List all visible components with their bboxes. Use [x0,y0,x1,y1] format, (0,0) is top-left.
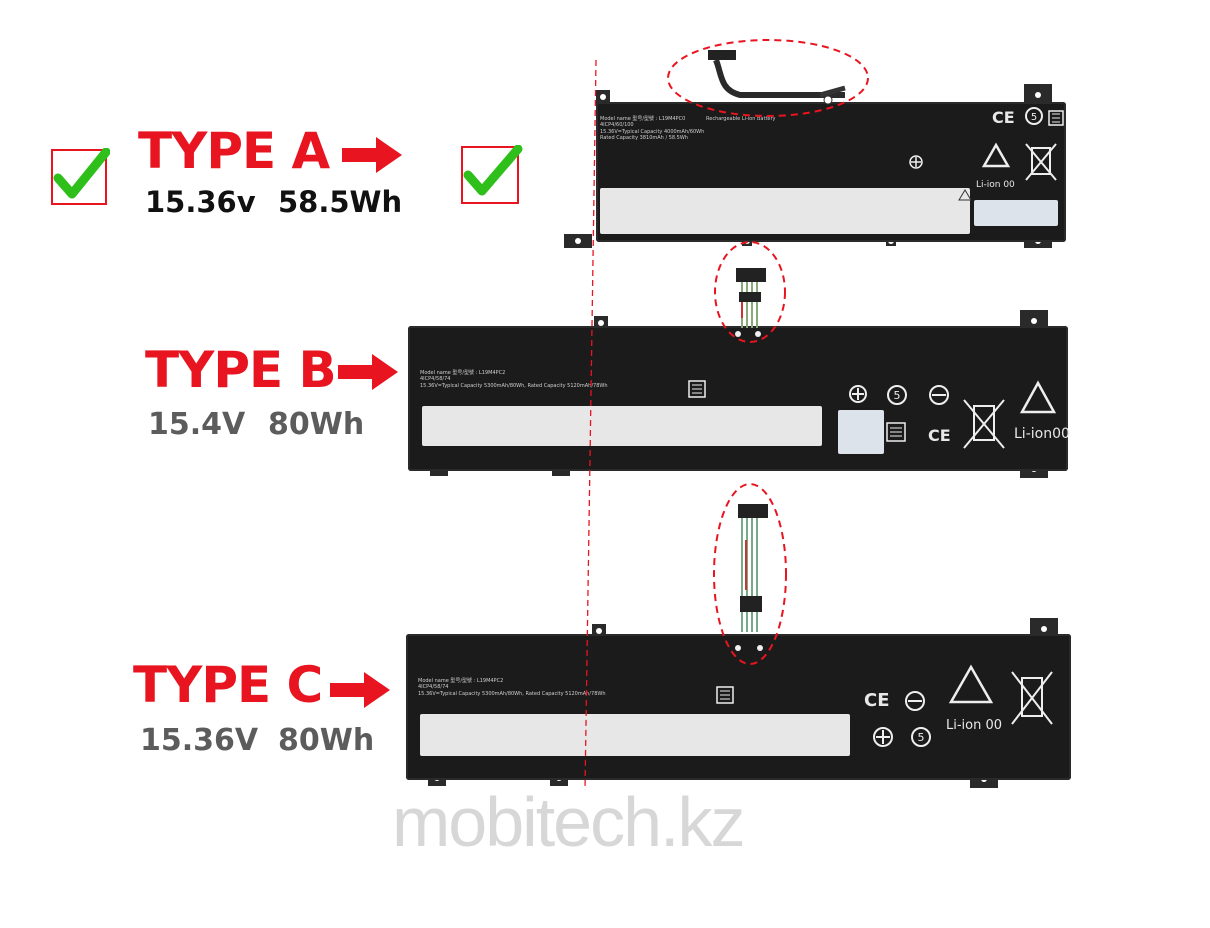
arrow-right-icon [330,670,392,714]
recycle-icon [978,142,1014,180]
checkbox-left [50,147,111,205]
liion-label-b: Li-ion00 [1014,426,1070,442]
svg-text:5: 5 [894,389,901,402]
checkmark-icon [51,147,111,205]
liion-label-c: Li-ion 00 [946,718,1003,733]
warning-icon [958,186,972,205]
battery-b-model: Model name 型号/型號 : L19M4PC2 [420,370,506,376]
crossed-bin-icon [1024,142,1058,186]
type-c-capacity: 80Wh [278,723,375,758]
qr-code-icon [716,686,734,708]
checkbox-right [460,144,523,205]
battery-a-label-panel [600,188,970,234]
battery-a-line3: 15.36V=Typical Capacity 4000mAh/60Wh [600,128,705,135]
crossed-bin-icon [1010,670,1054,730]
recycle-icon [1016,380,1060,424]
arrow-right-icon [338,352,400,396]
type-a-title: TYPE A [138,122,330,180]
type-b-voltage: 15.4V [148,407,246,442]
no-entry-icon [928,384,950,410]
battery-c-label-panel [420,714,850,756]
ground-icon [872,726,894,752]
ce-mark: CE [992,108,1015,127]
ce-mark: CE [864,690,890,711]
battery-a-line2: 4ICP4/60/100 [600,122,634,129]
type-c-voltage: 15.36V [140,723,259,758]
battery-b: Model name 型号/型號 : L19M4PC2 4ICP4/58/74 … [400,308,1080,483]
type-b-capacity: 80Wh [268,407,365,442]
qr-code-icon [886,422,906,446]
circle-5-icon: 5 [1024,106,1044,130]
type-c-title: TYPE C [133,656,323,714]
battery-c-line3: 15.36V=Typical Capacity 5300mAh/80Wh, Ra… [418,690,606,697]
type-a-voltage: 15.36v [145,185,256,219]
battery-b-cert-panel [838,410,884,454]
arrow-right-icon [342,135,404,179]
qr-code-icon [1048,110,1064,130]
type-a-capacity: 58.5Wh [278,185,403,219]
battery-a-model: Model name 型号/型號 : L19M4PC0 [600,116,686,122]
qr-code-icon [688,380,706,402]
battery-b-line3: 15.36V=Typical Capacity 5300mAh/80Wh, Ra… [420,382,608,389]
crossed-bin-icon [962,398,1006,454]
svg-text:5: 5 [1031,112,1037,123]
circle-5-icon: 5 [910,726,932,752]
circle-5-icon: 5 [886,384,908,410]
battery-c-model: Model name 型号/型號 : L19M4PC2 [418,678,504,684]
recycle-icon [946,664,996,714]
battery-a: Model name 型号/型號 : L19M4PC0 4ICP4/60/100… [560,80,1080,255]
ground-icon [848,384,868,408]
battery-a-side-panel [974,200,1058,226]
battery-c-line2: 4ICP4/58/74 [418,684,449,691]
battery-b-line2: 4ICP4/58/74 [420,376,451,383]
battery-c: Model name 型号/型號 : L19M4PC2 4ICP4/58/74 … [398,618,1078,793]
type-b-title: TYPE B [145,341,337,399]
battery-b-label-panel [422,406,822,446]
checkmark-icon [461,144,523,204]
no-entry-icon [904,690,926,716]
liion-label-a: Li-ion 00 [976,180,1015,190]
svg-text:5: 5 [918,731,925,744]
ce-mark: CE [928,426,951,445]
battery-a-line4: Rated Capacity 3810mAh / 58.5Wh [600,134,688,141]
watermark: mobitech.kz [392,783,745,861]
ground-icon [908,154,924,174]
